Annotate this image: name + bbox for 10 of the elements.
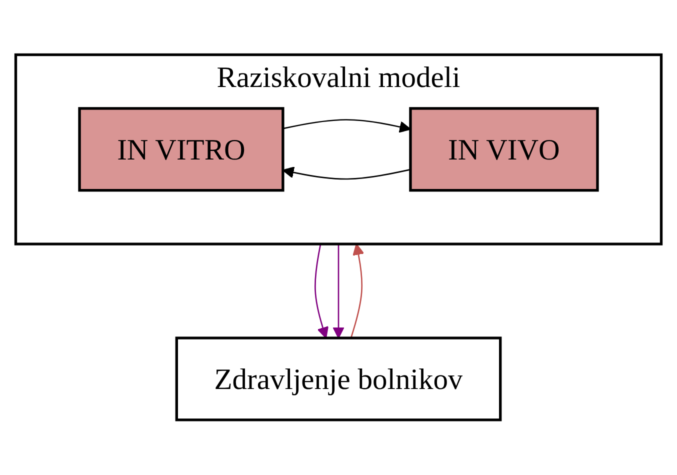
arrow [332,244,344,339]
arrow [350,244,364,338]
node-box [175,336,502,422]
node-box [409,107,599,192]
flowchart-diagram: Raziskovalni modeli IN VITRO IN VIVO Zdravljenje bolnikov [5,44,672,431]
arrow [314,244,329,339]
arrow [282,166,411,180]
cluster [14,54,663,246]
node-box [78,107,284,192]
arrow [282,119,411,133]
